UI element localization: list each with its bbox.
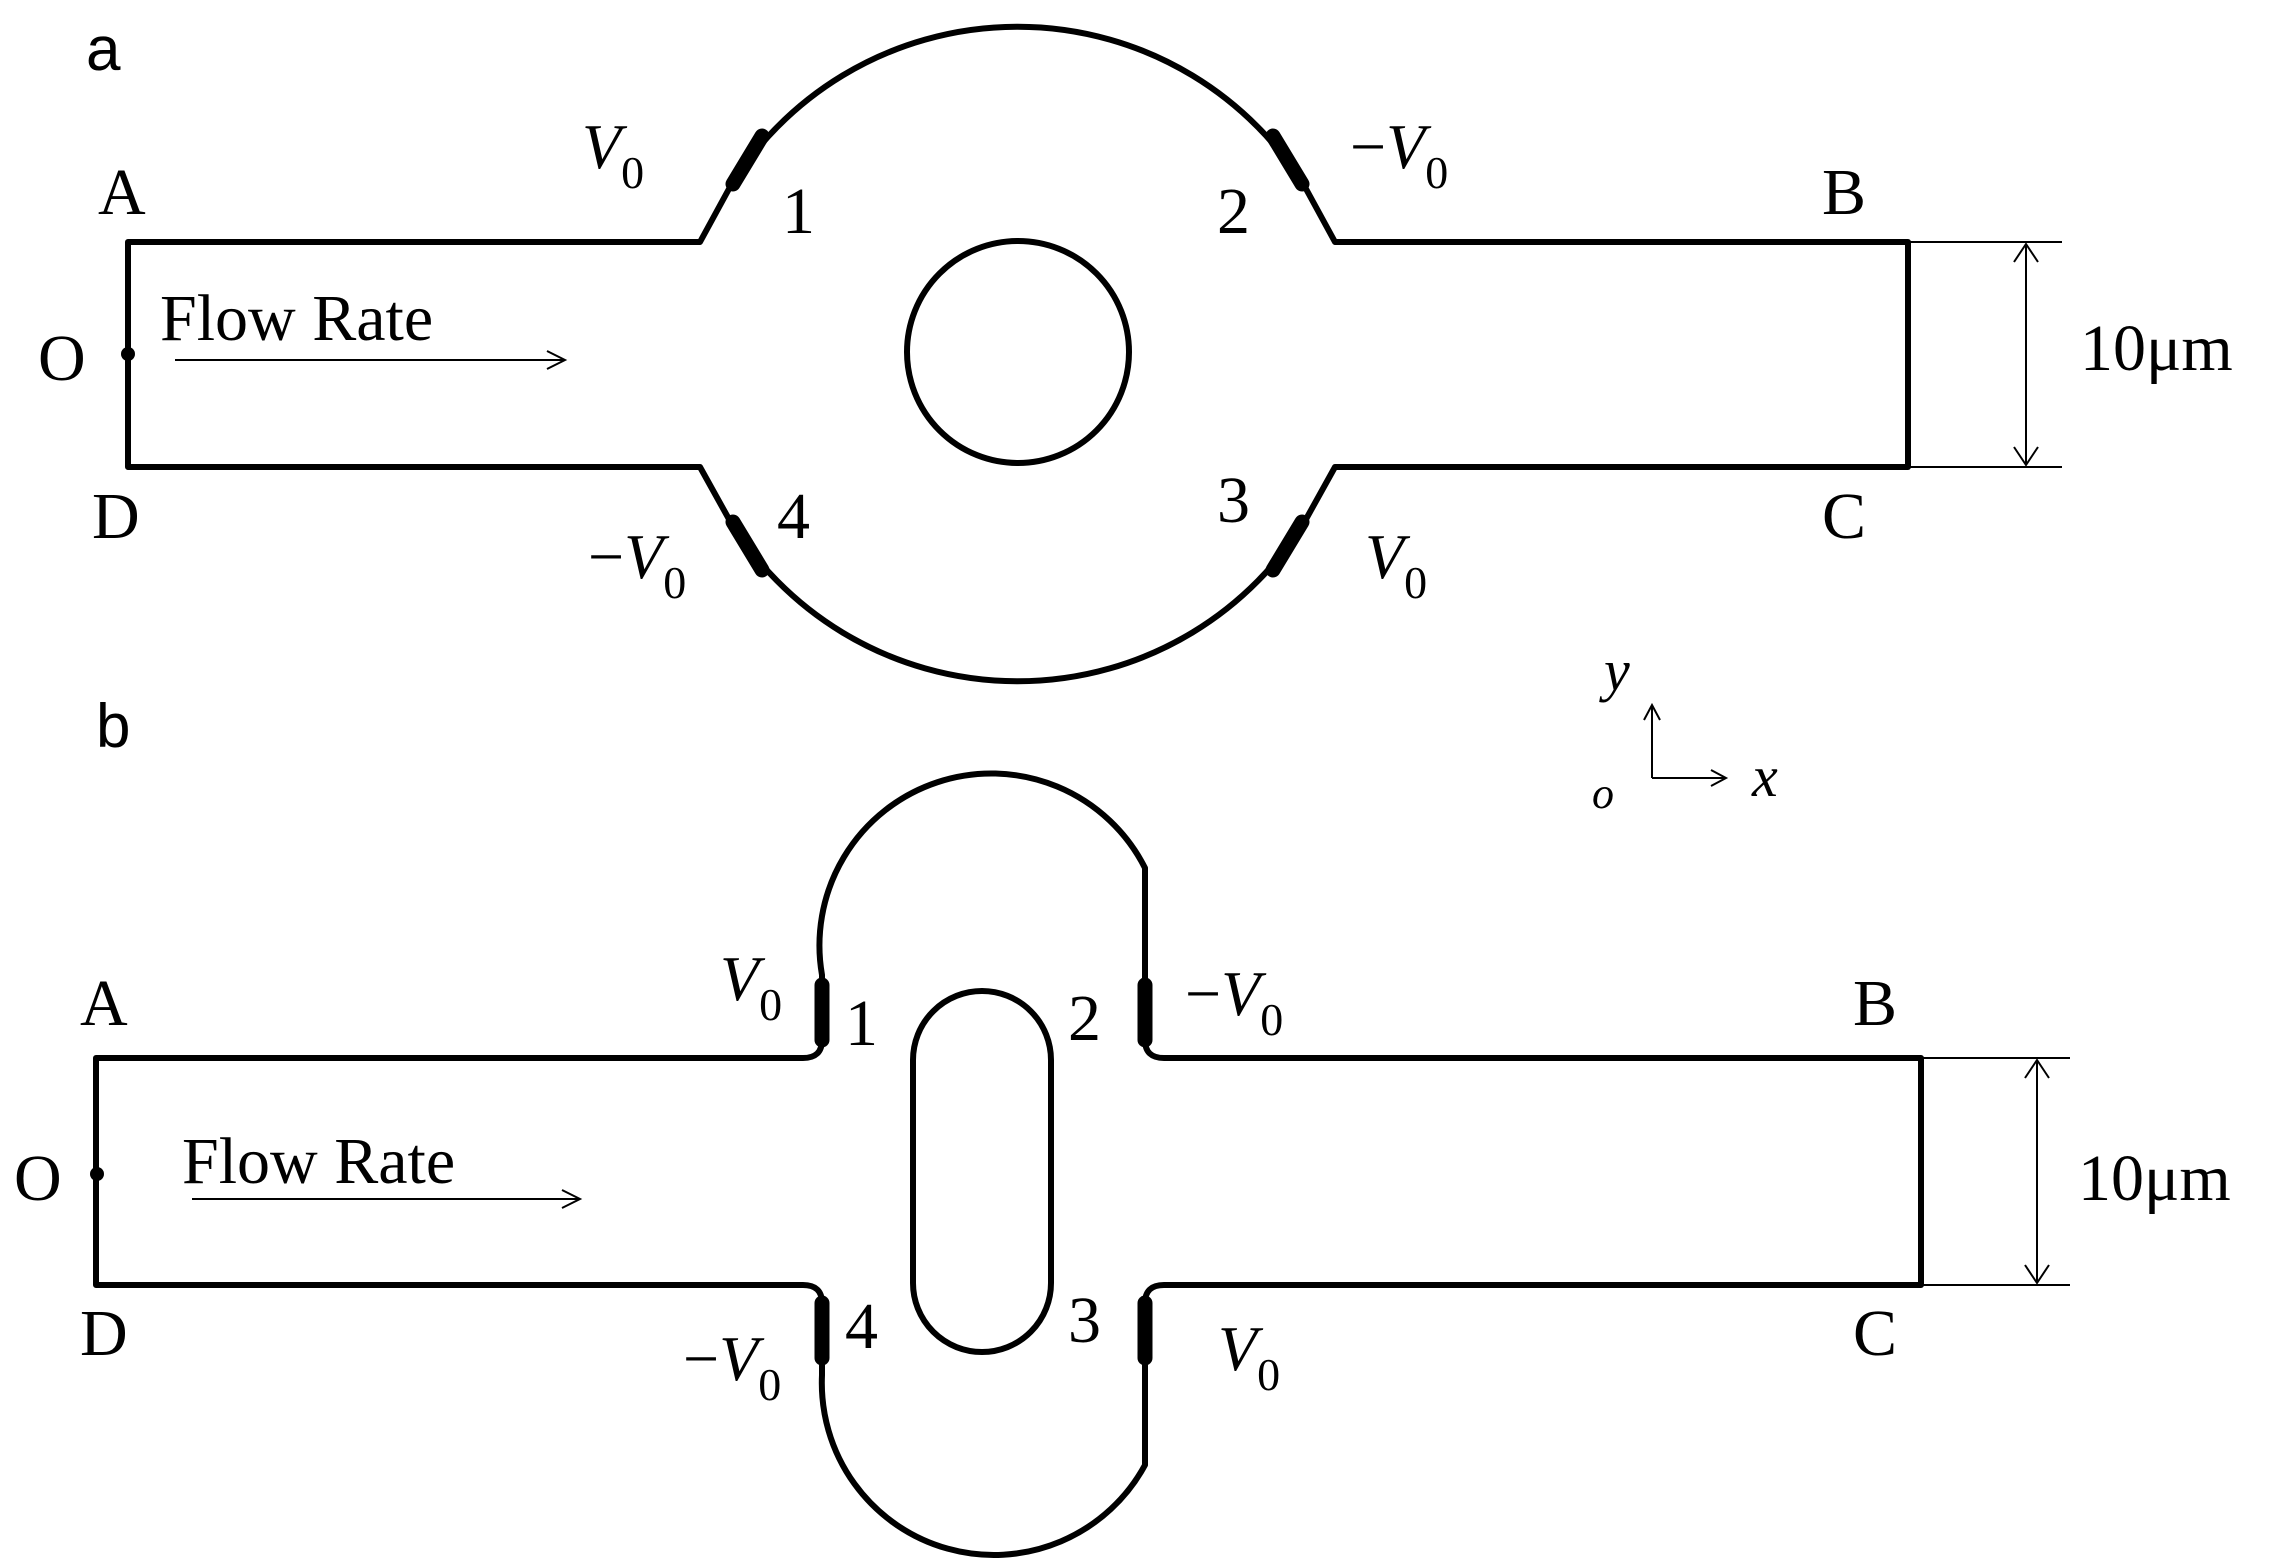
panel-b-voltage-2: −V0	[1185, 958, 1283, 1045]
panel-b-voltage-4: −V0	[683, 1323, 781, 1410]
panel-a-corner-a: A	[98, 156, 146, 229]
panel-a-origin-dot	[121, 347, 135, 361]
panel-a-voltage-3: V0	[1365, 521, 1427, 608]
panel-a-voltage-1: V0	[582, 111, 644, 198]
panel-a-electrode-1	[725, 128, 770, 192]
panel-b-width-label: 10μm	[2078, 1142, 2231, 1215]
axis-origin-label: o	[1592, 769, 1614, 818]
panel-a-corner-b: B	[1822, 156, 1866, 229]
panel-a-corner-c: C	[1822, 480, 1866, 553]
panel-a-corner-d: D	[92, 480, 140, 553]
panel-b-flow-label: Flow Rate	[182, 1125, 455, 1198]
panel-a-electrode-number-2: 2	[1217, 175, 1250, 248]
panel-b-electrode-number-2: 2	[1068, 982, 1101, 1055]
panel-a-electrode-number-1: 1	[782, 175, 815, 248]
panel-b: b A B C D O Flow Rate 1 2 3 4 V0 −V0 V0	[14, 692, 2231, 1558]
panel-a-origin-label: O	[38, 322, 86, 395]
panel-b-origin-dot	[90, 1167, 104, 1181]
panel-a-electrode-4	[725, 514, 770, 578]
panel-a-flow-label: Flow Rate	[160, 282, 433, 355]
panel-b-width-dimension	[1921, 1057, 2070, 1286]
panel-b-electrode-number-1: 1	[845, 987, 878, 1060]
panel-a-electrode-3	[1265, 514, 1310, 578]
panel-a: a A B C D O Flow Rate 1 2 3 4 V0 −V0 V0	[38, 15, 2233, 685]
panel-b-voltage-1: V0	[720, 943, 782, 1030]
panel-b-corner-c: C	[1853, 1297, 1897, 1370]
axis-y-label: y	[1599, 638, 1630, 703]
panel-a-circular-obstacle	[904, 238, 1132, 466]
panel-b-flow-arrow	[192, 1189, 583, 1209]
panel-b-electrode-number-4: 4	[845, 1290, 878, 1363]
panel-a-electrode-number-3: 3	[1217, 464, 1250, 537]
panel-a-letter: a	[86, 15, 121, 84]
panel-b-electrode-number-3: 3	[1068, 1284, 1101, 1357]
panel-a-electrode-2	[1265, 128, 1310, 192]
panel-b-stadium-obstacle	[910, 988, 1054, 1355]
panel-a-width-dimension	[1908, 241, 2062, 468]
coordinate-axes: y x o	[1592, 638, 1778, 818]
axis-x-label: x	[1751, 744, 1778, 809]
panel-b-corner-a: A	[80, 967, 128, 1040]
panel-b-origin-label: O	[14, 1142, 62, 1215]
panel-b-corner-d: D	[80, 1297, 128, 1370]
panel-a-electrode-number-4: 4	[777, 480, 810, 553]
panel-a-voltage-2: −V0	[1350, 111, 1448, 198]
panel-a-voltage-4: −V0	[588, 521, 686, 608]
panel-a-width-label: 10μm	[2080, 312, 2233, 385]
panel-b-corner-b: B	[1853, 967, 1897, 1040]
panel-a-flow-arrow	[175, 350, 568, 370]
panel-b-voltage-3: V0	[1218, 1313, 1280, 1400]
panel-b-letter: b	[96, 692, 130, 761]
